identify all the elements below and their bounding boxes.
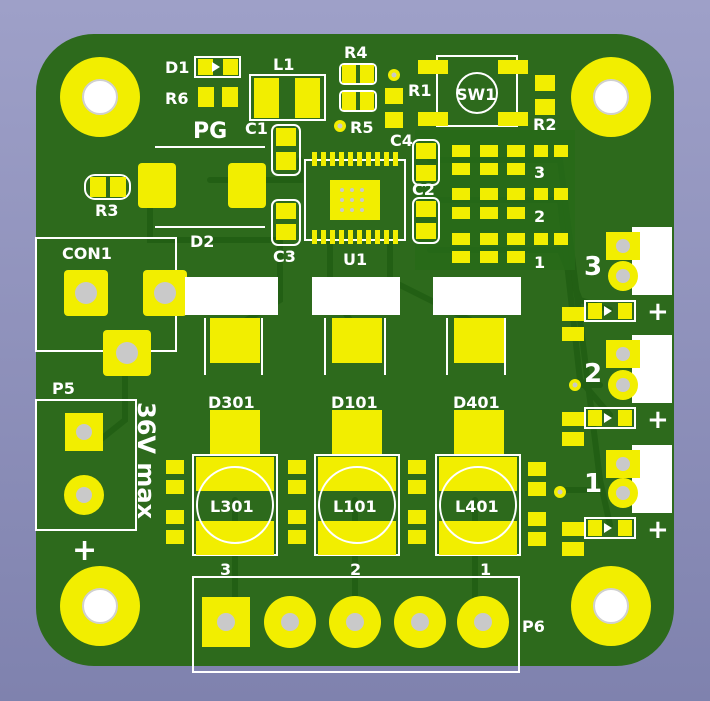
part-d301 xyxy=(204,318,263,455)
label-l1: L1 xyxy=(273,55,294,74)
pad-block xyxy=(185,277,278,315)
label-l401: L401 xyxy=(455,497,499,516)
label-p5-plus: + xyxy=(72,533,97,568)
label-header-3: 3 xyxy=(584,252,602,282)
label-array-1: 1 xyxy=(534,253,545,272)
via xyxy=(337,123,343,129)
label-r1: R1 xyxy=(408,81,431,100)
label-u1: U1 xyxy=(343,250,367,269)
part-p5 xyxy=(35,399,137,531)
label-header-1: 1 xyxy=(584,469,602,499)
pad-block xyxy=(433,277,521,315)
via xyxy=(572,382,578,388)
pad-block xyxy=(312,277,400,315)
led-header-3 xyxy=(606,227,672,295)
label-c4: C4 xyxy=(390,131,413,150)
label-p5: P5 xyxy=(52,379,75,398)
label-array-3: 3 xyxy=(534,163,545,182)
label-header-2: 2 xyxy=(584,359,602,389)
via xyxy=(557,489,563,495)
part-r1 xyxy=(385,88,403,128)
label-r2: R2 xyxy=(533,115,556,134)
part-p6 xyxy=(192,576,520,673)
part-d101 xyxy=(324,318,386,455)
mounting-holes xyxy=(60,57,651,646)
label-d2: D2 xyxy=(190,232,214,251)
label-r4: R4 xyxy=(344,43,367,62)
led-resistors xyxy=(562,307,584,556)
label-p6-pin3: 3 xyxy=(220,560,231,579)
part-l1 xyxy=(249,74,326,121)
part-r5 xyxy=(339,90,377,112)
part-r3 xyxy=(84,174,131,200)
label-p6-pin2: 2 xyxy=(350,560,361,579)
part-l301 xyxy=(192,454,278,556)
part-d2 xyxy=(138,163,266,208)
mount-hole-tl-drill xyxy=(82,79,118,115)
part-r6 xyxy=(198,87,238,107)
label-p6-pin1: 1 xyxy=(480,560,491,579)
part-c1 xyxy=(271,124,301,176)
label-pg: PG xyxy=(193,119,227,144)
label-sw1: SW1 xyxy=(456,85,496,104)
part-l101 xyxy=(314,454,400,556)
resistor-array xyxy=(452,145,568,263)
label-36v-max: 36V max xyxy=(132,402,160,520)
label-d401: D401 xyxy=(453,393,500,412)
part-r2 xyxy=(535,75,555,115)
mount-hole-bl-drill xyxy=(82,588,118,624)
part-d1 xyxy=(194,56,241,78)
inductor-side-caps xyxy=(166,460,546,546)
label-c2: C2 xyxy=(412,180,435,199)
part-sw1 xyxy=(418,55,528,127)
part-u1 xyxy=(304,152,406,244)
label-c3: C3 xyxy=(273,247,296,266)
label-d101: D101 xyxy=(331,393,378,412)
led-header-1 xyxy=(606,445,672,513)
part-d401 xyxy=(446,318,506,455)
led-header-2 xyxy=(606,335,672,403)
label-header-1-plus: + xyxy=(647,515,669,545)
label-r3: R3 xyxy=(95,201,118,220)
led-diodes xyxy=(584,300,636,539)
part-r4 xyxy=(339,63,377,85)
label-p6: P6 xyxy=(522,617,545,636)
label-l101: L101 xyxy=(333,497,377,516)
label-d1: D1 xyxy=(165,58,189,77)
label-c1: C1 xyxy=(245,119,268,138)
part-c3 xyxy=(271,199,301,246)
label-d301: D301 xyxy=(208,393,255,412)
mount-hole-br-drill xyxy=(593,588,629,624)
label-con1: CON1 xyxy=(62,244,112,263)
label-header-3-plus: + xyxy=(647,297,669,327)
part-c2 xyxy=(412,197,440,244)
label-array-2: 2 xyxy=(534,207,545,226)
via xyxy=(391,72,397,78)
label-r5: R5 xyxy=(350,118,373,137)
part-con1 xyxy=(35,237,187,376)
label-l301: L301 xyxy=(210,497,254,516)
label-header-2-plus: + xyxy=(647,405,669,435)
mount-hole-tr-drill xyxy=(593,79,629,115)
label-r6: R6 xyxy=(165,89,188,108)
part-c4 xyxy=(412,139,440,186)
part-l401 xyxy=(435,454,521,556)
